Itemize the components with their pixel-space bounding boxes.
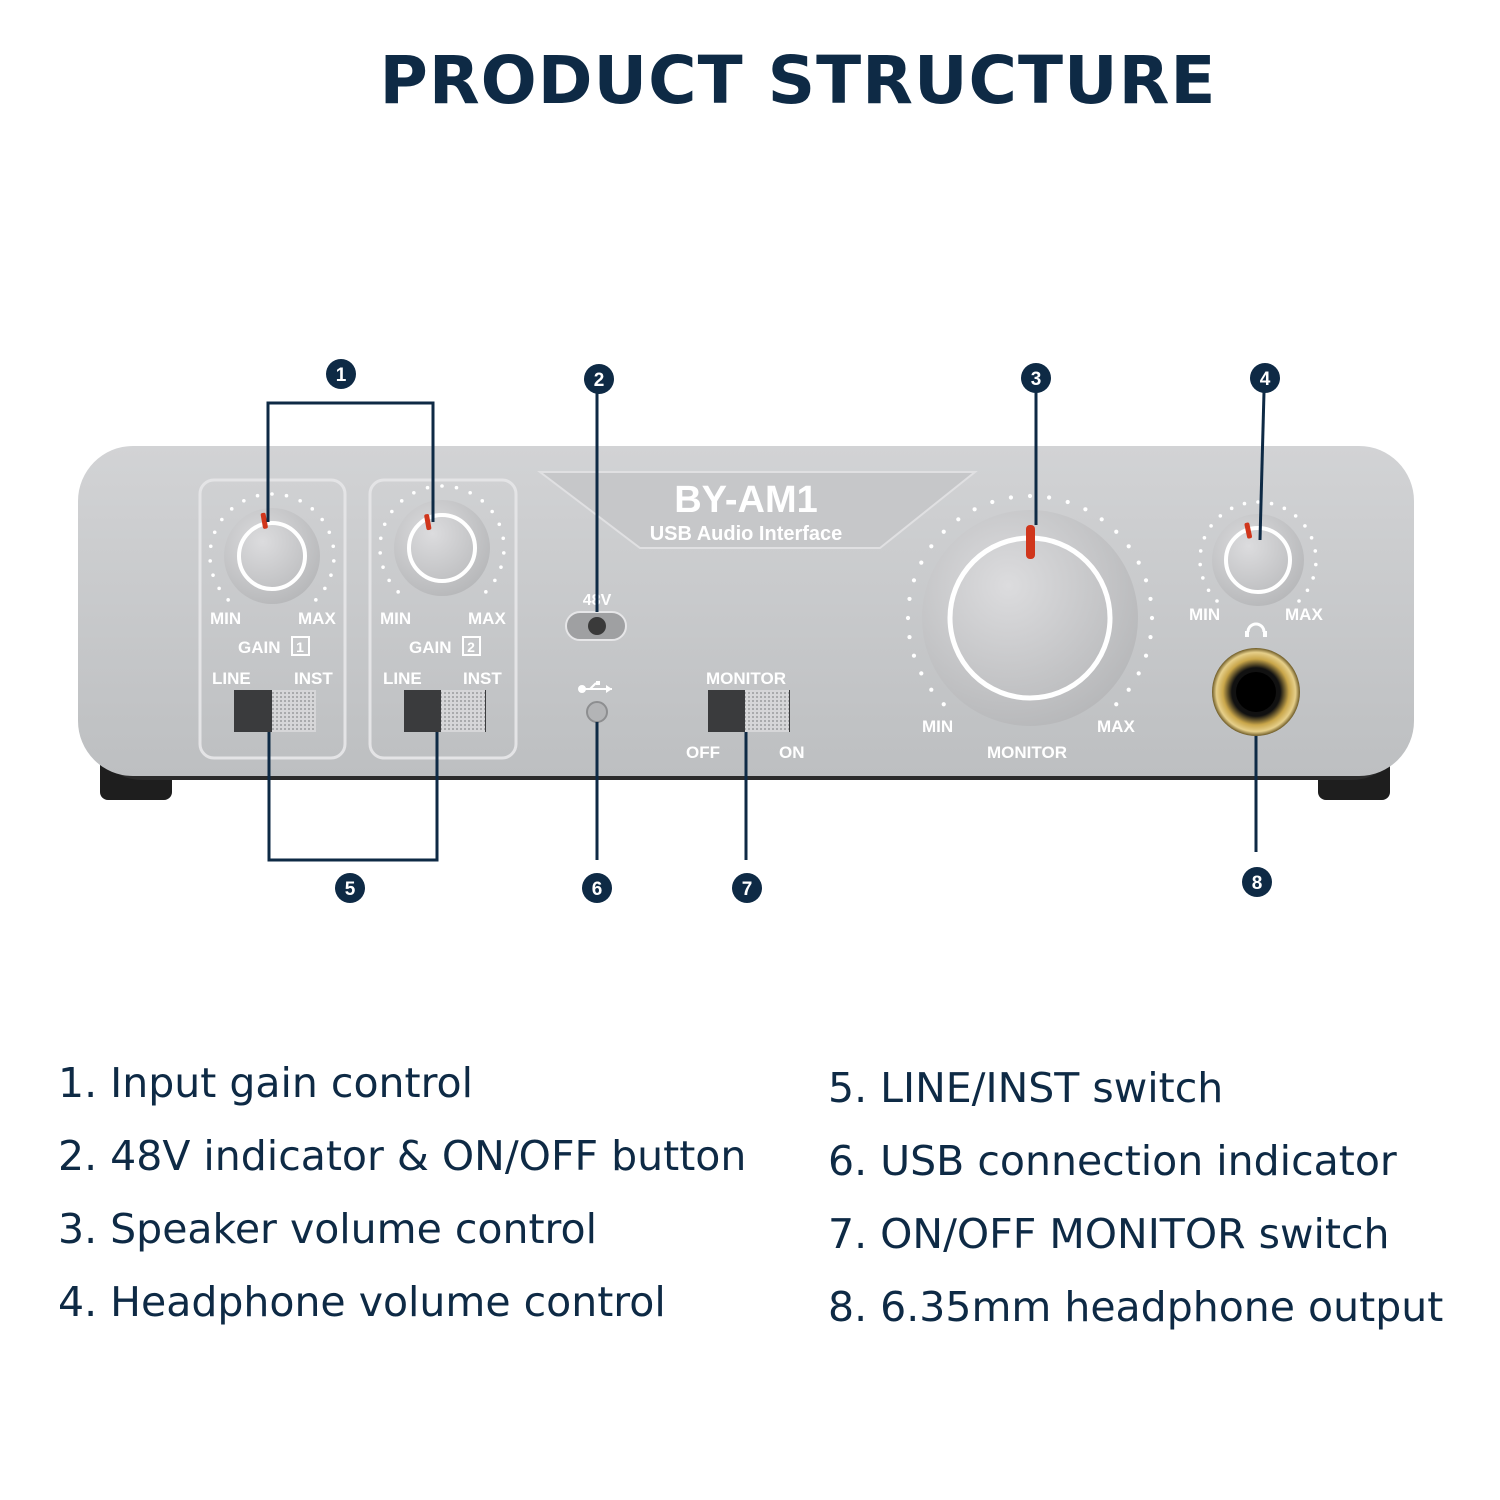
headphone-min-label: MIN bbox=[1189, 605, 1220, 624]
headphone-indicator bbox=[1244, 522, 1252, 539]
legend-item: 2. 48V indicator & ON/OFF button bbox=[58, 1132, 747, 1180]
monitor-max-label: MAX bbox=[1097, 717, 1135, 736]
callout-number: 1 bbox=[336, 365, 347, 386]
callout-1: 1 bbox=[326, 359, 356, 389]
legend-item: 6. USB connection indicator bbox=[828, 1137, 1397, 1185]
legend-item: 8. 6.35mm headphone output bbox=[828, 1283, 1444, 1331]
legend-item: 4. Headphone volume control bbox=[58, 1278, 666, 1326]
callout-4: 4 bbox=[1250, 363, 1280, 393]
legend-item: 1. Input gain control bbox=[58, 1059, 474, 1107]
model-subtitle: USB Audio Interface bbox=[650, 523, 843, 545]
monitor-min-label: MIN bbox=[922, 717, 953, 736]
headphone-section: MIN MAX bbox=[1189, 500, 1323, 736]
gain-1-min-label: MIN bbox=[210, 609, 241, 628]
legend-item: 3. Speaker volume control bbox=[58, 1205, 597, 1253]
gain-2-label: GAIN bbox=[409, 638, 452, 657]
callout-number: 7 bbox=[742, 879, 753, 900]
gain-2-max-label: MAX bbox=[468, 609, 506, 628]
monitor-switch-section: MONITOR OFF ON bbox=[686, 669, 805, 762]
legend-right: 5. LINE/INST switch 6. USB connection in… bbox=[828, 1052, 1443, 1344]
gain-1-indicator bbox=[260, 512, 268, 529]
callout-8: 8 bbox=[1242, 867, 1272, 897]
monitor-volume-section: MIN MAX MONITOR bbox=[905, 493, 1155, 762]
callout-number: 6 bbox=[592, 879, 603, 900]
monitor-indicator bbox=[1026, 525, 1035, 559]
callout-number: 2 bbox=[594, 370, 605, 391]
callout-number: 5 bbox=[345, 879, 356, 900]
gain-1-label: GAIN bbox=[238, 638, 281, 657]
phantom-48v-led bbox=[588, 617, 606, 635]
monitor-volume-knob[interactable] bbox=[922, 510, 1138, 726]
page-title: PRODUCT STRUCTURE bbox=[379, 42, 1217, 119]
headphone-max-label: MAX bbox=[1285, 605, 1323, 624]
gain-1-scale-dots bbox=[208, 492, 336, 602]
callout-5: 5 bbox=[335, 873, 365, 903]
callout-markers: 1 2 3 4 5 6 7 8 bbox=[326, 359, 1280, 903]
gain-2-section: MIN MAX GAIN 2 LINE INST bbox=[368, 478, 518, 760]
model-name: BY-AM1 bbox=[674, 479, 818, 521]
callout-7: 7 bbox=[732, 873, 762, 903]
legend-item: 5. LINE/INST switch bbox=[828, 1064, 1224, 1112]
monitor-switch-label: MONITOR bbox=[706, 669, 786, 688]
gain-1-inst-label: INST bbox=[294, 669, 333, 688]
callout-number: 4 bbox=[1260, 369, 1271, 390]
usb-led bbox=[586, 701, 608, 723]
callout-2: 2 bbox=[584, 364, 614, 394]
callout-number: 3 bbox=[1031, 369, 1042, 390]
gain-1-number: 1 bbox=[296, 639, 304, 655]
callout-6: 6 bbox=[582, 873, 612, 903]
device-diagram: BY-AM1 USB Audio Interface MIN MAX GAIN … bbox=[78, 359, 1414, 903]
monitor-scale-dots bbox=[905, 493, 1155, 707]
usb-icon bbox=[578, 681, 612, 693]
monitor-knob-label: MONITOR bbox=[987, 743, 1067, 762]
headphone-icon bbox=[1245, 622, 1267, 637]
callout-leaders bbox=[266, 391, 1266, 862]
gain-2-indicator bbox=[424, 514, 432, 531]
monitor-on-label: ON bbox=[779, 743, 805, 762]
gain-1-line-label: LINE bbox=[212, 669, 251, 688]
gain-1-max-label: MAX bbox=[298, 609, 336, 628]
monitor-off-label: OFF bbox=[686, 743, 720, 762]
gain-2-min-label: MIN bbox=[380, 609, 411, 628]
gain-2-scale-dots bbox=[378, 484, 506, 594]
gain-2-inst-label: INST bbox=[463, 669, 502, 688]
gain-2-line-label: LINE bbox=[383, 669, 422, 688]
callout-number: 8 bbox=[1252, 873, 1263, 894]
legend-left: 1. Input gain control 2. 48V indicator &… bbox=[58, 1047, 746, 1339]
legend-item: 7. ON/OFF MONITOR switch bbox=[828, 1210, 1390, 1258]
headphone-scale-dots bbox=[1198, 500, 1318, 603]
gain-1-section: MIN MAX GAIN 1 LINE INST bbox=[198, 478, 347, 760]
gain-2-number: 2 bbox=[467, 639, 475, 655]
callout-3: 3 bbox=[1021, 363, 1051, 393]
